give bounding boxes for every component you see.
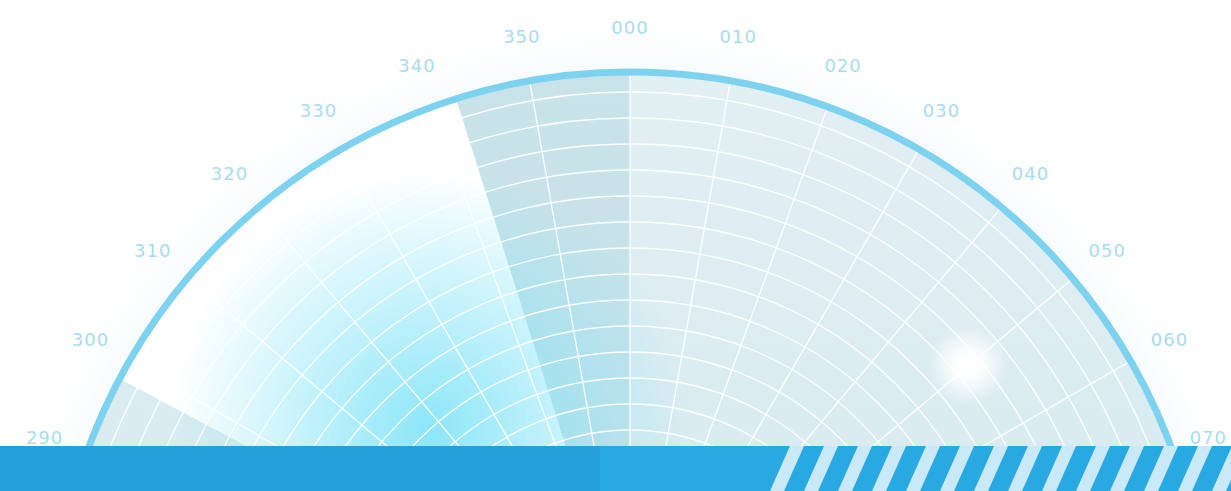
bearing-label: 060 (1151, 328, 1188, 349)
grid-spoke (530, 81, 630, 491)
grid-spoke (629, 72, 630, 491)
bearing-label: 300 (72, 328, 109, 349)
bearing-label: 050 (1089, 239, 1126, 260)
bearing-label: 310 (134, 239, 171, 260)
bearing-label: 350 (503, 26, 540, 47)
grid-ring (150, 170, 1110, 491)
bearing-label: 030 (923, 100, 960, 121)
bearing-label: 070 (1190, 426, 1227, 447)
bearing-label: 290 (26, 426, 63, 447)
bearing-label: 010 (719, 26, 756, 47)
grid-spoke (341, 149, 630, 491)
bearing-label: 340 (398, 54, 435, 75)
bearing-label: 320 (211, 162, 248, 183)
grid-spoke (432, 107, 630, 491)
bearing-label: 330 (300, 100, 337, 121)
grid-ring (72, 92, 1188, 491)
bearing-label: 000 (611, 17, 648, 38)
grid-spoke (630, 81, 730, 491)
bearing-label: 040 (1012, 162, 1049, 183)
grid-spoke (630, 149, 919, 491)
grid-ring (98, 118, 1162, 491)
grid-spoke (630, 107, 828, 491)
bearing-label: 020 (824, 54, 861, 75)
